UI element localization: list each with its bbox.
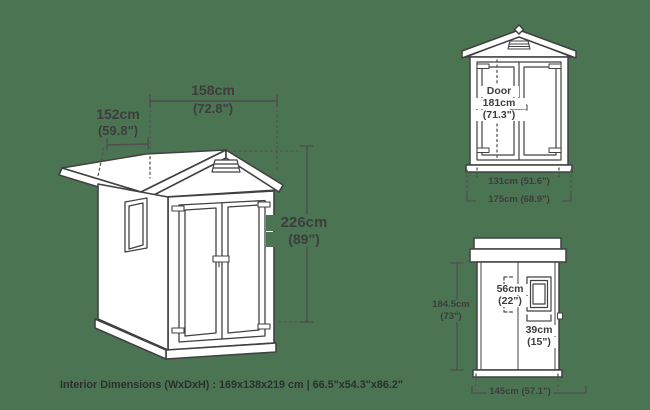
front-door-label: Door — [479, 85, 519, 98]
main-vent-icon — [211, 159, 241, 173]
side-wall-height-in-label: (73") — [427, 312, 475, 322]
main-height-in-label: (89") — [266, 232, 342, 247]
side-roof-top — [473, 237, 562, 250]
dim-ext-back-corner — [97, 147, 105, 177]
front-door-height-in-label: (71.3") — [472, 109, 526, 122]
side-roof-fascia — [469, 248, 567, 263]
front-door-height-cm-label: 181cm — [472, 97, 526, 110]
side-overall-depth-label: 145cm (57.1") — [487, 387, 553, 397]
main-gable-fascia-right — [225, 149, 284, 193]
front-opening-width-label: 131cm (51.6") — [476, 177, 562, 187]
front-door-hinges — [476, 63, 562, 153]
main-door-hinges — [171, 201, 271, 334]
side-window-width-cm-label: 39cm — [521, 324, 557, 337]
main-base-side — [94, 318, 167, 360]
main-width-in-label: (72.8") — [192, 101, 234, 116]
main-depth-cm-label: 152cm — [96, 106, 140, 122]
front-vent-icon — [507, 40, 531, 50]
main-depth-in-label: (59.8") — [97, 123, 139, 138]
dim-main-width-bracket — [149, 94, 278, 108]
front-roof — [461, 29, 577, 59]
dim-side-window-height-marks — [503, 276, 515, 313]
side-wall-height-cm-label: 184.5cm — [427, 300, 475, 310]
interior-dimensions-text: Interior Dimensions (WxDxH) : 169x138x21… — [60, 379, 404, 391]
front-base — [465, 164, 573, 173]
side-elevation-view — [469, 237, 567, 378]
main-dimension-lines — [97, 94, 314, 323]
side-base — [472, 369, 563, 378]
main-width-cm-label: 158cm — [191, 82, 235, 98]
side-window-width-in-label: (15") — [521, 336, 557, 349]
main-double-doors — [178, 199, 266, 343]
main-door-handle — [212, 255, 230, 268]
dim-side-window-width-bracket — [526, 314, 552, 322]
side-wall-seams — [480, 261, 556, 371]
main-height-cm-label: 226cm — [266, 215, 342, 231]
side-window-height-in-label: (22") — [492, 295, 528, 308]
main-side-window — [124, 197, 148, 253]
side-window-height-cm-label: 56cm — [492, 283, 528, 296]
main-shed-3d-view — [58, 149, 284, 360]
front-roof-finial — [513, 24, 525, 35]
front-overall-width-label: 175cm (68.9") — [476, 195, 562, 205]
dim-main-depth-bracket — [106, 137, 149, 151]
side-latch — [557, 312, 563, 320]
